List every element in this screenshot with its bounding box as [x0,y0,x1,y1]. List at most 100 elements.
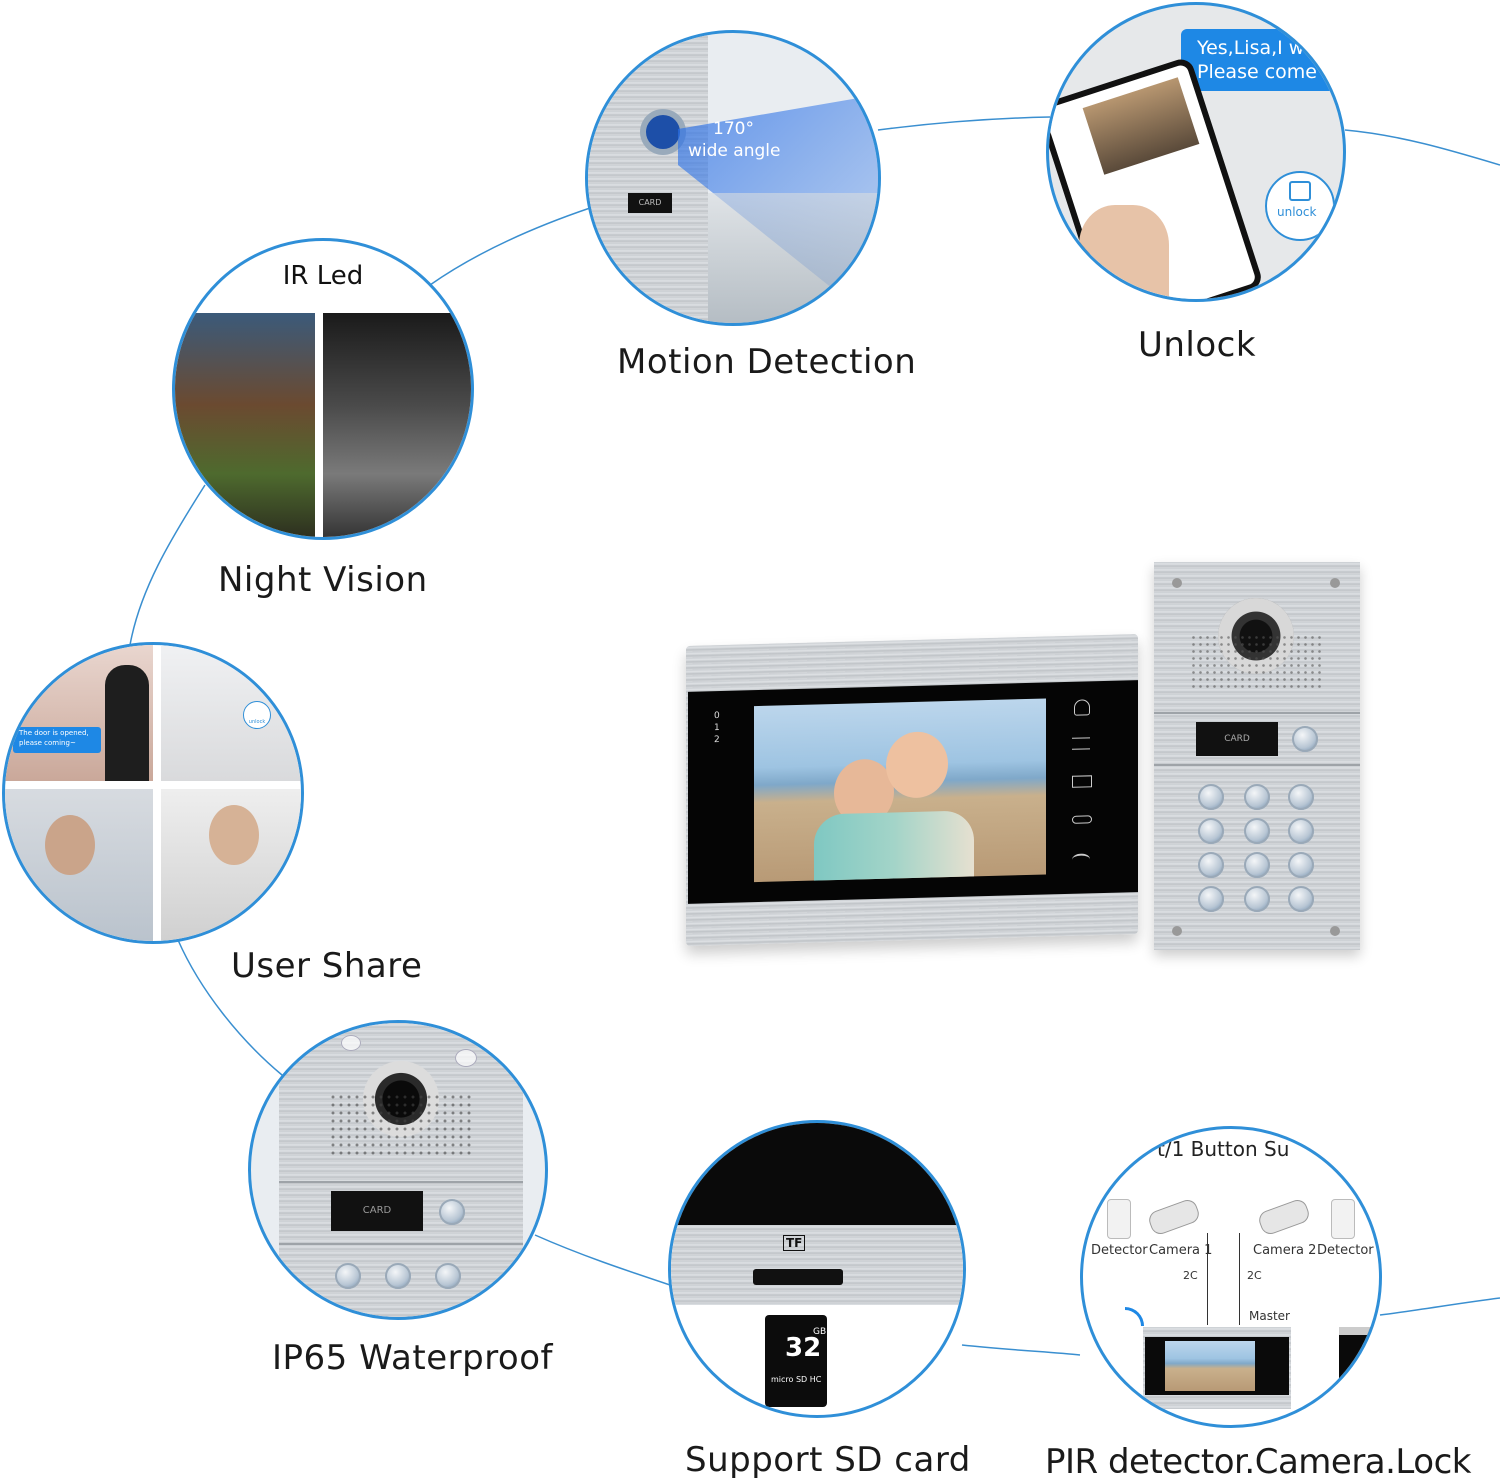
indoor-monitor: 0 1 2 [686,634,1138,946]
section-divider [279,1181,523,1183]
tf-label: TF [783,1235,806,1251]
micro-sd-card [765,1315,827,1407]
pir-header: t/1 Button Su [1157,1137,1290,1161]
unlock-bubble: Yes,Lisa,I w Please come unlock [1046,2,1346,302]
water-drop [455,1049,477,1067]
call-button[interactable] [1292,726,1318,752]
keypad-button[interactable] [435,1263,461,1289]
water-drop [341,1035,361,1051]
channel-indicator-1: 1 [714,723,720,734]
keypad-button[interactable] [1244,852,1270,878]
speaker-grille [329,1093,473,1155]
unlock-circle[interactable] [1265,171,1335,241]
door-message [13,727,101,753]
keypad-button[interactable] [1198,852,1224,878]
sd-unit: GB [813,1327,827,1337]
camera1-label: Camera 1 [1149,1243,1213,1258]
lens-icon [646,115,680,149]
ir-led-title: IR Led [282,261,364,291]
unlock-text: unlock [1277,205,1317,219]
night-vision-bubble: IR Led [172,238,474,540]
detector-icon [1331,1199,1355,1239]
keypad-button[interactable] [1244,886,1270,912]
detector-icon [1107,1199,1131,1239]
detector-left-label: Detector [1091,1243,1148,1258]
sd-capacity: 32 [785,1333,822,1363]
keypad-button[interactable] [1244,818,1270,844]
waterproof-bubble: CARD [248,1020,548,1320]
section-divider [279,1243,523,1245]
key-icon[interactable] [1072,815,1092,824]
master-label: Master [1249,1309,1290,1323]
wire-line [1207,1233,1208,1325]
child-right [886,731,948,799]
chat-bubble [1181,29,1343,91]
pir-label: PIR detector.Camera.Lock [1045,1442,1471,1482]
wire-line [1239,1233,1240,1325]
screw-icon [1172,578,1182,588]
sd-card-bubble: TF 32 GB micro SD HC [668,1120,966,1418]
screw-icon [1330,578,1340,588]
door-station: CARD [1154,562,1360,950]
keypad-button[interactable] [1288,886,1314,912]
camera2-label: Camera 2 [1253,1243,1317,1258]
card-reader: CARD [628,193,672,213]
user-share-bubble: The door is opened, please coming~ unloc… [2,642,304,944]
call-button[interactable] [439,1199,465,1225]
monitor-frame [671,1225,963,1305]
user-icon[interactable] [1074,699,1090,716]
share-photo-2 [161,645,301,781]
keypad-button[interactable] [1288,784,1314,810]
night-photo [323,313,471,537]
hand [1079,205,1169,299]
monitor-icon[interactable] [1072,775,1092,788]
motion-detection-bubble: CARD 170° wide angle [585,30,881,326]
section-divider [1154,712,1360,714]
motion-detection-label: Motion Detection [617,342,917,382]
channel-indicator-0: 0 [714,711,720,722]
secondary-monitor [1339,1327,1379,1417]
day-photo [175,313,315,537]
card-reader: CARD [331,1191,423,1231]
detector-right-label: Detector [1317,1243,1374,1258]
street-scene [708,193,878,323]
user-share-label: User Share [231,946,423,986]
angle-text-1: 170° [713,119,754,139]
child-bodies [814,810,974,881]
chat-text-1: Yes,Lisa,I w [1197,37,1305,59]
door-panel [588,33,708,323]
door-message-1: The door is opened, [19,729,89,737]
chat-text-2: Please come [1197,61,1317,83]
share-person-4 [209,805,259,865]
pir-bubble: t/1 Button Su Detector Camera 1 Camera 2… [1080,1126,1382,1428]
sd-slot[interactable] [753,1269,843,1285]
monitor-screen [754,698,1046,883]
lock-icon [1289,181,1311,201]
transfer-icon[interactable] [1072,737,1090,750]
phone-icon[interactable] [1072,853,1090,866]
mini-unlock-button: unlock [243,701,271,729]
card-reader: CARD [1196,722,1278,756]
wire-right-label: 2C [1247,1269,1262,1282]
keypad-button[interactable] [1244,784,1270,810]
master-monitor-screen [1165,1341,1255,1391]
channel-indicator-2: 2 [714,735,720,746]
screw-icon [1330,926,1340,936]
keypad-button[interactable] [1198,784,1224,810]
keypad-button[interactable] [335,1263,361,1289]
sd-brand: micro SD HC [771,1375,822,1384]
door-message-2: please coming~ [19,739,76,747]
keypad-button[interactable] [385,1263,411,1289]
keypad-button[interactable] [1198,886,1224,912]
screw-icon [1172,926,1182,936]
wifi-icon [1125,1307,1144,1326]
keypad-button[interactable] [1288,852,1314,878]
keypad-button[interactable] [1288,818,1314,844]
camera-icon [1146,1197,1202,1237]
camera-icon [1256,1197,1312,1237]
speaker-grille [1190,634,1322,690]
share-person-1 [105,665,149,781]
share-person-3 [45,815,95,875]
keypad-button[interactable] [1198,818,1224,844]
monitor-edge [671,1123,963,1225]
